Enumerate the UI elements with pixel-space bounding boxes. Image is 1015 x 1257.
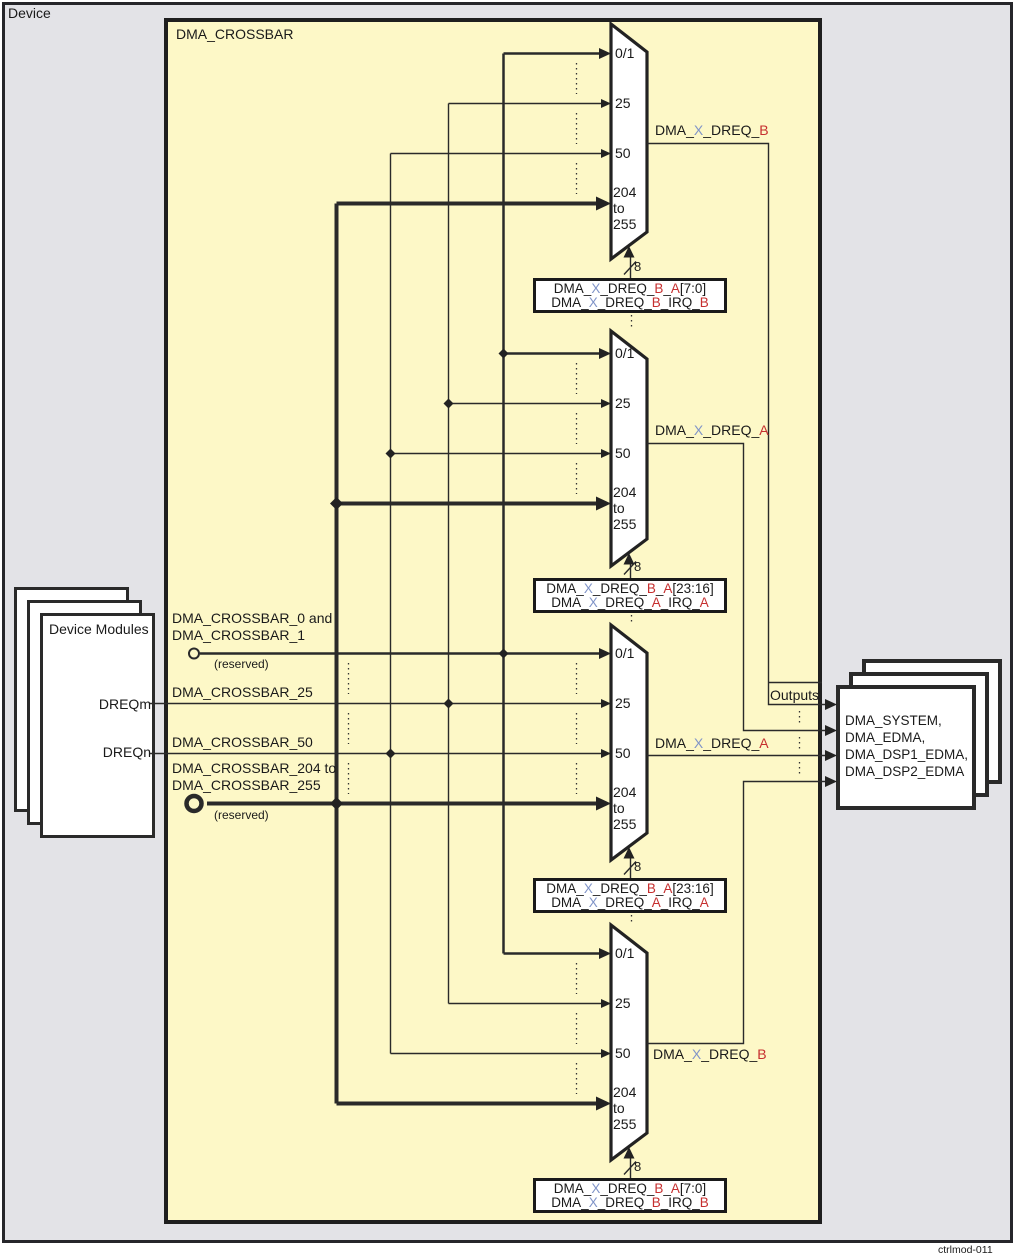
mux2-shape bbox=[609, 327, 649, 570]
output-module-dma-edma: DMA_EDMA, bbox=[845, 730, 926, 745]
mux3-select-width: 8 bbox=[634, 859, 642, 874]
mux1-output-label: DMA_X_DREQ_B bbox=[655, 122, 769, 138]
input2-label: DMA_CROSSBAR_25 bbox=[172, 684, 313, 700]
device-label: Device bbox=[8, 5, 51, 21]
mux3-select-box: DMA_X_DREQ_B_A[23:16] DMA_X_DREQ_A_IRQ_A bbox=[533, 878, 727, 913]
mux4-port-25: 25 bbox=[615, 995, 631, 1011]
mux2-port-25: 25 bbox=[615, 395, 631, 411]
dreqm-port-label: DREQm bbox=[98, 696, 151, 712]
mux4-select-line2: DMA_X_DREQ_B_IRQ_B bbox=[551, 1195, 709, 1210]
mux4-port-50: 50 bbox=[615, 1045, 631, 1061]
mux2-output-label: DMA_X_DREQ_A bbox=[655, 422, 769, 438]
mux3-port-01: 0/1 bbox=[615, 645, 635, 661]
output-module-dma-system: DMA_SYSTEM, bbox=[845, 713, 942, 728]
mux1-port-01: 0/1 bbox=[615, 45, 635, 61]
mux3-select-line2: DMA_X_DREQ_A_IRQ_A bbox=[551, 895, 709, 910]
mux4-shape bbox=[609, 921, 649, 1164]
mux2-select-box: DMA_X_DREQ_B_A[23:16] DMA_X_DREQ_A_IRQ_A bbox=[533, 578, 727, 613]
mux4-select-width: 8 bbox=[634, 1159, 642, 1174]
mux3-shape bbox=[609, 621, 649, 864]
output-modules-box: DMA_SYSTEM, DMA_EDMA, DMA_DSP1_EDMA, DMA… bbox=[836, 685, 976, 810]
mux1-select-line2: DMA_X_DREQ_B_IRQ_B bbox=[551, 295, 709, 310]
output-module-dma-dsp2-edma: DMA_DSP2_EDMA bbox=[845, 764, 965, 779]
mux3-port-25: 25 bbox=[615, 695, 631, 711]
input3-label: DMA_CROSSBAR_50 bbox=[172, 734, 313, 750]
outputs-label: Outputs bbox=[770, 687, 820, 703]
mux2-port-50: 50 bbox=[615, 445, 631, 461]
device-modules-box: Device Modules DREQm DREQn bbox=[40, 613, 155, 838]
mux1-shape bbox=[609, 20, 649, 263]
mux1-port-25: 25 bbox=[615, 95, 631, 111]
mux4-port-01: 0/1 bbox=[615, 945, 635, 961]
mux1-port-50: 50 bbox=[615, 145, 631, 161]
mux4-output-label: DMA_X_DREQ_B bbox=[653, 1046, 767, 1062]
output-module-dma-dsp1-edma: DMA_DSP1_EDMA, bbox=[845, 747, 969, 762]
mux1-select-line1: DMA_X_DREQ_B_A[7:0] bbox=[553, 281, 707, 296]
device-modules-title: Device Modules bbox=[49, 621, 149, 637]
mux1-select-width: 8 bbox=[634, 259, 642, 274]
input1-label: DMA_CROSSBAR_0 and DMA_CROSSBAR_1 bbox=[172, 610, 333, 643]
mux3-select-line1: DMA_X_DREQ_B_A[23:16] bbox=[546, 881, 714, 896]
dreqn-port-label: DREQn bbox=[102, 744, 151, 760]
mux4-select-box: DMA_X_DREQ_B_A[7:0] DMA_X_DREQ_B_IRQ_B bbox=[533, 1178, 727, 1213]
mux2-port-01: 0/1 bbox=[615, 345, 635, 361]
input4-reserved-note: (reserved) bbox=[214, 808, 269, 822]
mux3-port-50: 50 bbox=[615, 745, 631, 761]
mux2-select-line1: DMA_X_DREQ_B_A[23:16] bbox=[546, 581, 714, 596]
mux2-select-width: 8 bbox=[634, 559, 642, 574]
watermark: ctrlmod-011 bbox=[938, 1244, 993, 1256]
crossbar-label: DMA_CROSSBAR bbox=[176, 26, 294, 42]
input1-reserved-note: (reserved) bbox=[214, 657, 269, 671]
mux4-select-line1: DMA_X_DREQ_B_A[7:0] bbox=[553, 1181, 707, 1196]
mux1-select-box: DMA_X_DREQ_B_A[7:0] DMA_X_DREQ_B_IRQ_B bbox=[533, 278, 727, 313]
input4-label: DMA_CROSSBAR_204 to DMA_CROSSBAR_255 bbox=[172, 760, 337, 793]
dma-crossbar-box bbox=[164, 18, 822, 1224]
mux2-select-line2: DMA_X_DREQ_A_IRQ_A bbox=[551, 595, 709, 610]
output-modules-list: DMA_SYSTEM, DMA_EDMA, DMA_DSP1_EDMA, DMA… bbox=[845, 712, 968, 780]
mux3-output-label: DMA_X_DREQ_A bbox=[655, 735, 769, 751]
